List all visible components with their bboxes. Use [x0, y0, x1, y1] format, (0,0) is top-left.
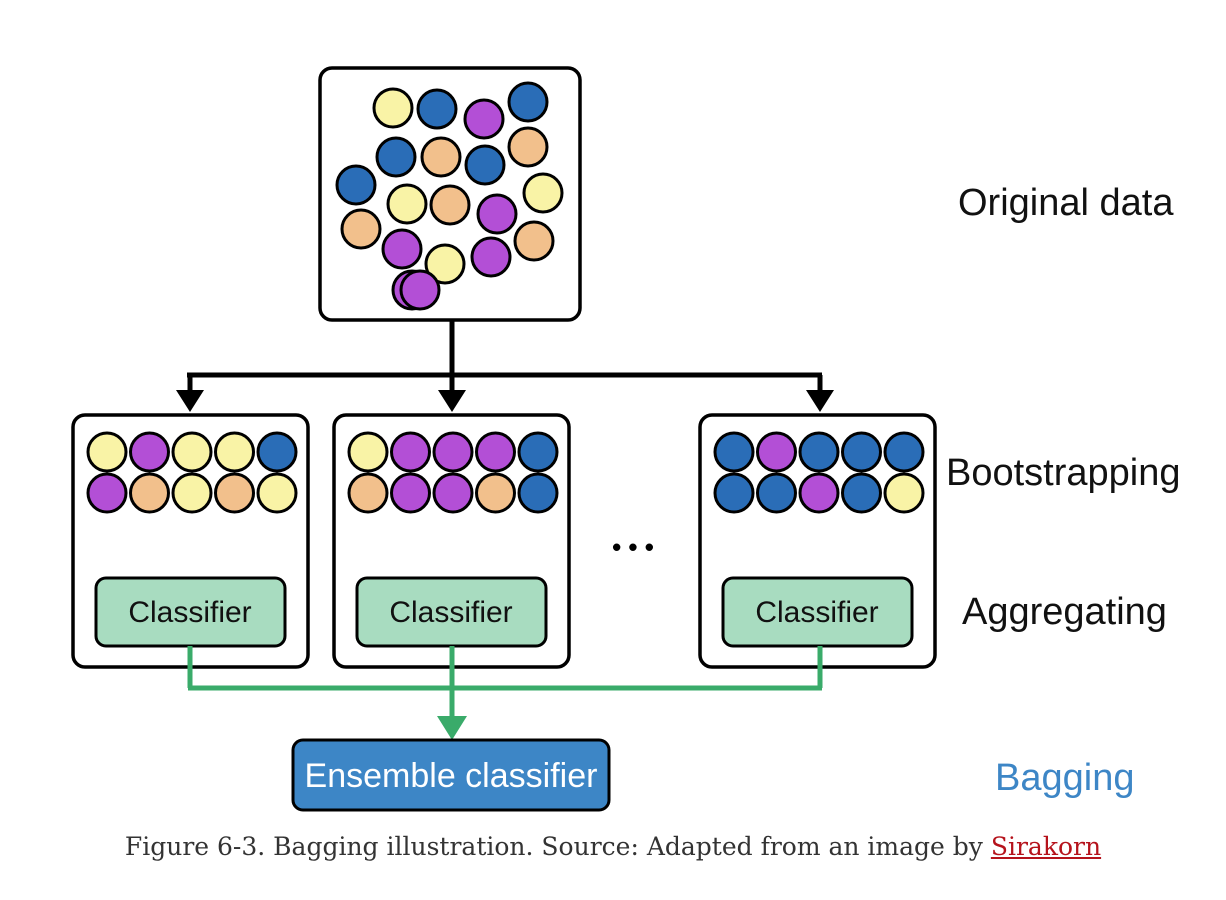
original-data-points	[335, 81, 564, 311]
data-point-purple	[399, 269, 441, 311]
sample-point-yellow	[347, 431, 389, 473]
sample-point-yellow	[883, 472, 925, 514]
sample-point-blue	[517, 472, 559, 514]
sample-point-purple	[390, 431, 431, 473]
classifier-label-1: Classifier	[128, 596, 251, 629]
classifier-label-3: Classifier	[755, 596, 878, 629]
sample-point-blue	[256, 431, 298, 473]
sample-point-orange	[214, 472, 255, 514]
data-point-blue	[507, 81, 549, 123]
sample-point-purple	[432, 431, 474, 473]
sample-point-yellow	[171, 431, 213, 473]
arrow-down-icon	[806, 390, 834, 412]
data-point-blue	[375, 136, 417, 178]
classifier-label-2: Classifier	[389, 596, 512, 629]
sample-point-blue	[883, 431, 925, 473]
sample-point-blue	[798, 431, 840, 473]
bagging-diagram: Original data Classifier Classifier Clas…	[71, 66, 1181, 812]
data-point-purple	[476, 193, 518, 235]
sample-point-blue	[713, 431, 755, 473]
sample-point-blue	[517, 431, 559, 473]
sample-point-orange	[475, 472, 516, 514]
bootstrap-sample-points	[86, 431, 925, 514]
source-link[interactable]: Sirakorn	[990, 832, 1102, 861]
data-point-blue	[335, 164, 377, 206]
data-point-purple	[470, 236, 512, 278]
sample-point-purple	[798, 472, 840, 514]
data-point-orange	[507, 126, 549, 168]
data-point-orange	[513, 220, 555, 262]
sample-point-orange	[347, 472, 389, 514]
caption-text: Figure 6-3. Bagging illustration. Source…	[124, 832, 991, 861]
sample-point-purple	[129, 431, 170, 473]
data-point-blue	[416, 88, 458, 130]
sample-point-blue	[841, 431, 882, 473]
ensemble-classifier-label: Ensemble classifier	[305, 757, 598, 795]
sample-point-purple	[390, 472, 431, 514]
sample-point-blue	[756, 472, 797, 514]
aggregation-lines	[187, 646, 823, 718]
data-point-yellow	[386, 183, 428, 225]
sample-point-purple	[86, 472, 128, 514]
arrow-heads	[176, 390, 834, 412]
sample-point-purple	[756, 431, 797, 473]
figure-caption: Figure 6-3. Bagging illustration. Source…	[0, 832, 1226, 861]
data-point-yellow	[522, 172, 564, 214]
bagging-label: Bagging	[995, 757, 1134, 799]
sample-point-orange	[129, 472, 170, 514]
data-point-purple	[463, 98, 505, 140]
arrow-down-icon	[176, 390, 204, 412]
sample-point-blue	[713, 472, 755, 514]
sample-point-yellow	[86, 431, 128, 473]
data-point-orange	[340, 208, 382, 250]
ensemble-classifier-box	[291, 738, 611, 812]
split-arrows	[187, 320, 823, 392]
data-point-yellow	[424, 243, 466, 285]
data-point-yellow	[372, 87, 414, 129]
green-arrow-down-icon	[437, 716, 467, 740]
data-point-purple	[381, 228, 423, 270]
original-data-label: Original data	[958, 182, 1174, 224]
data-point-orange	[429, 184, 471, 226]
bootstrapping-label: Bootstrapping	[946, 452, 1181, 494]
sample-point-purple	[475, 431, 516, 473]
ellipsis: • • •	[612, 532, 654, 562]
sample-point-yellow	[256, 472, 298, 514]
data-point-orange	[420, 136, 462, 178]
sample-point-yellow	[214, 431, 255, 473]
sample-point-yellow	[171, 472, 213, 514]
data-point-blue	[464, 144, 506, 186]
sample-point-purple	[432, 472, 474, 514]
arrow-down-icon	[438, 390, 466, 412]
sample-point-blue	[841, 472, 882, 514]
aggregating-label: Aggregating	[962, 591, 1167, 633]
